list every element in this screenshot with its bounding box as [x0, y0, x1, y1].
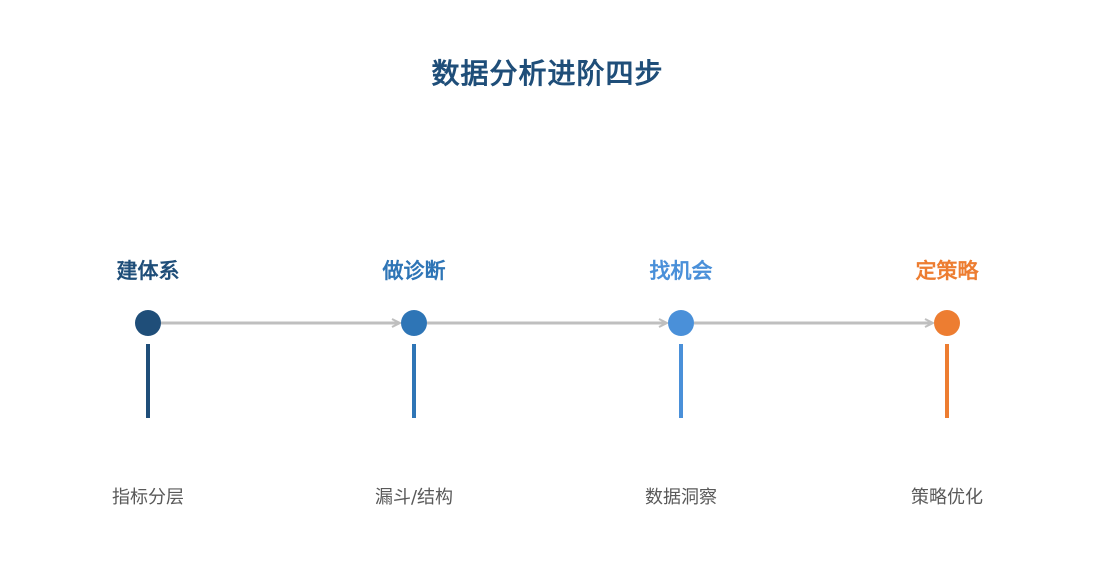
step-2-node — [668, 310, 694, 336]
step-1-title: 做诊断 — [382, 259, 446, 283]
diagram-title: 数据分析进阶四步 — [431, 57, 664, 90]
step-0-desc: 指标分层 — [112, 487, 184, 508]
step-1-desc: 漏斗/结构 — [374, 487, 454, 508]
step-0-title: 建体系 — [116, 259, 180, 283]
step-2-title: 找机会 — [649, 259, 713, 283]
step-1-node — [401, 310, 427, 336]
step-3-node — [934, 310, 960, 336]
step-0-node — [135, 310, 161, 336]
step-3-title: 定策略 — [915, 259, 979, 283]
step-3-desc: 策略优化 — [911, 487, 983, 508]
step-2-desc: 数据洞察 — [645, 487, 717, 508]
